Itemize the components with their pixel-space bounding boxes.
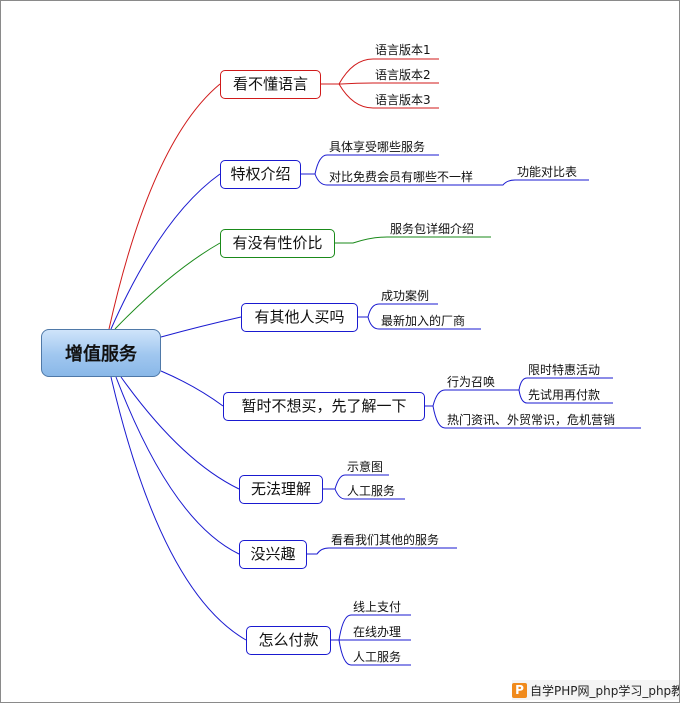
edge-root-b7 [110,376,247,641]
leaf-feature-comparison-table[interactable]: 功能对比表 [517,165,578,179]
edge-root-b5 [120,376,240,490]
php-logo-icon: P [512,682,527,698]
edge-b0-leaf2 [321,83,439,109]
leaf-hot-news[interactable]: 热门资讯、外贸常识，危机营销 [447,413,616,427]
branch-node-language[interactable]: 看不懂语言 [220,70,321,99]
leaf-limited-offer[interactable]: 限时特惠活动 [528,363,601,377]
leaf-success-cases[interactable]: 成功案例 [381,289,430,303]
leaf-service-details[interactable]: 具体享受哪些服务 [329,140,426,154]
leaf-language-version-2[interactable]: 语言版本2 [375,68,431,82]
leaf-online-payment[interactable]: 线上支付 [353,600,402,614]
branch-node-how-to-pay[interactable]: 怎么付款 [246,626,331,655]
branch-node-learn-more[interactable]: 暂时不想买，先了解一下 [223,392,425,421]
edge-b1-grandchild [496,179,589,186]
edge-b4-gc0 [518,377,613,391]
edge-root-b2 [114,242,221,330]
branch-node-privileges[interactable]: 特权介绍 [220,160,301,189]
edge-b7-leaf2 [331,639,411,666]
branch-node-others-bought[interactable]: 有其他人买吗 [241,303,358,332]
edge-b5-leaf1 [323,488,405,500]
watermark: P 自学PHP网_php学习_php教 [512,680,680,700]
edge-b2-leaf0 [335,236,491,244]
edge-b1-leaf1 [301,173,496,186]
leaf-other-services[interactable]: 看看我们其他的服务 [331,533,440,547]
branch-node-cannot-understand[interactable]: 无法理解 [239,475,323,504]
edge-root-b3 [160,316,242,338]
edge-b4-leaf0 [425,389,519,407]
leaf-language-version-1[interactable]: 语言版本1 [375,43,431,57]
edge-b4-leaf1 [425,405,641,429]
edge-root-b0 [108,83,221,330]
leaf-new-vendors[interactable]: 最新加入的厂商 [381,314,466,328]
leaf-call-to-action[interactable]: 行为召唤 [447,375,496,389]
edge-b3-leaf1 [358,316,481,330]
leaf-human-service[interactable]: 人工服务 [347,484,396,498]
root-node[interactable]: 增值服务 [41,329,161,377]
leaf-diagram[interactable]: 示意图 [347,460,384,474]
edge-b4-gc1 [518,389,613,404]
edge-b0-leaf1 [321,82,439,85]
leaf-language-version-3[interactable]: 语言版本3 [375,93,431,107]
leaf-online-processing[interactable]: 在线办理 [353,625,402,639]
edge-root-b1 [110,173,221,330]
leaf-compare-free-member[interactable]: 对比免费会员有哪些不一样 [329,170,474,184]
watermark-text: 自学PHP网_php学习_php教 [530,683,680,698]
branch-node-value[interactable]: 有没有性价比 [220,229,335,258]
leaf-service-package-details[interactable]: 服务包详细介绍 [390,222,475,236]
edge-root-b4 [160,370,224,407]
branch-node-not-interested[interactable]: 没兴趣 [239,540,307,569]
edge-root-b6 [115,376,240,555]
edge-b6-leaf0 [307,547,457,555]
leaf-try-before-pay[interactable]: 先试用再付款 [528,388,601,402]
leaf-human-service-payment[interactable]: 人工服务 [353,650,402,664]
